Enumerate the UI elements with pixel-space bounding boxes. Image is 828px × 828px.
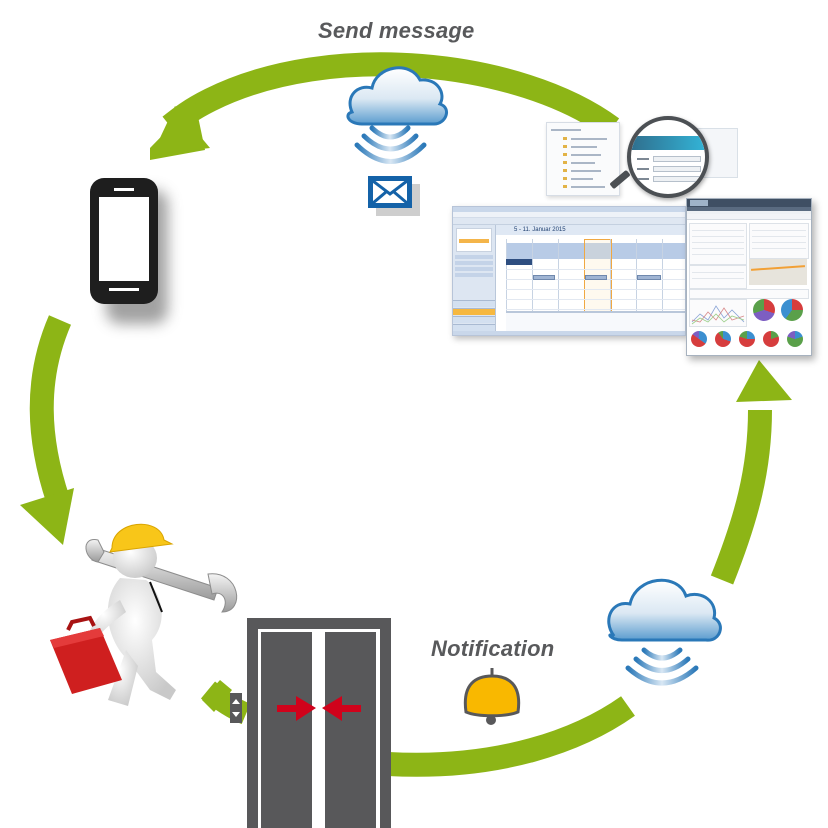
arrow-notification [387, 696, 635, 777]
cloud-icon [346, 66, 449, 126]
dashboard-line-chart [691, 305, 745, 325]
arrow-phone-to-technician-head [20, 488, 74, 545]
dashboard-pie-chart [691, 331, 707, 347]
wireless-signal-icon [354, 125, 427, 164]
arrow-cloud-to-software [710, 409, 772, 585]
bell-icon [463, 668, 521, 725]
calendar-app-screenshot: 5 - 11. Januar 2015 [452, 206, 686, 336]
calendar-sidebar [453, 225, 496, 331]
dashboard-app-screenshot [686, 198, 812, 356]
arrow-cloud-to-software-head [736, 360, 792, 402]
notification-label: Notification [431, 636, 555, 661]
elevator-icon [247, 618, 391, 828]
wireless-signal-icon [625, 647, 699, 686]
toolbox-icon [50, 615, 122, 694]
dashboard-pie-chart [715, 331, 731, 347]
arrow-phone-to-technician [29, 315, 72, 504]
dashboard-pie-chart [753, 299, 775, 321]
magnifier-icon [627, 116, 709, 198]
context-menu-screenshot [546, 122, 620, 196]
dashboard-pie-chart [787, 331, 803, 347]
dashboard-pie-chart [739, 331, 755, 347]
arrow-technician-to-elevator-tail [202, 680, 232, 712]
smartphone-icon [90, 178, 158, 304]
doors-closing-arrows-icon [277, 696, 361, 721]
dashboard-pie-chart [763, 331, 779, 347]
dashboard-pie-chart [781, 299, 803, 321]
send-message-label: Send message [318, 18, 475, 43]
hard-hat-icon [109, 523, 174, 553]
cloud-icon [607, 578, 722, 642]
envelope-icon [368, 176, 420, 216]
elevator-call-button [230, 693, 242, 723]
technician-figure [88, 538, 176, 706]
calendar-date-range: 5 - 11. Januar 2015 [496, 225, 685, 235]
